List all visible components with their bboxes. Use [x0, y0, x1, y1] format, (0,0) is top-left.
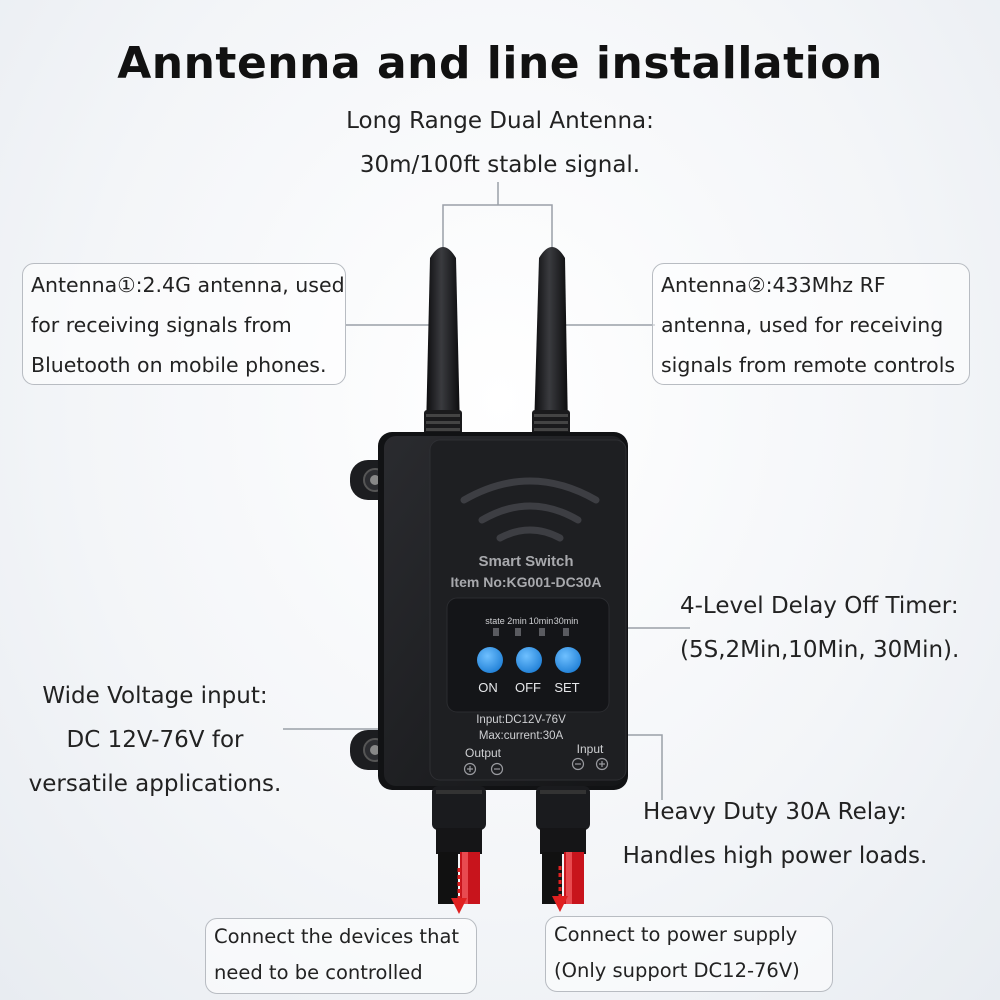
device-item-no: Item No:KG001-DC30A [451, 574, 602, 590]
antenna1-line1: Antenna①:2.4G antenna, used [31, 273, 345, 297]
input-callout: Connect to power supply (Only support DC… [545, 916, 833, 992]
device-name: Smart Switch [478, 553, 573, 570]
relay-description: Heavy Duty 30A Relay: Handles high power… [600, 790, 950, 878]
antenna-left [424, 247, 462, 438]
off-button[interactable] [516, 647, 542, 673]
output-box-line1: Connect the devices that [214, 925, 460, 948]
set-button[interactable] [555, 647, 581, 673]
page-title: Anntenna and line installation [117, 38, 883, 89]
voltage-description: Wide Voltage input: DC 12V-76V for versa… [10, 674, 300, 806]
antenna2-line3: signals from remote controls [661, 353, 956, 377]
spec-current: Max:current:30A [479, 730, 564, 742]
on-button[interactable] [477, 647, 503, 673]
input-cables [540, 828, 586, 904]
antenna-header-line1: Long Range Dual Antenna: [346, 108, 654, 134]
voltage-line3: versatile applications. [28, 771, 282, 797]
status-leds [493, 628, 569, 636]
input-arrow [552, 866, 568, 912]
timer-line2: (5S,2Min,10Min, 30Min). [680, 637, 960, 663]
led-label-2min: 2min [507, 616, 527, 626]
input-box-line2: (Only support DC12-76V) [554, 959, 800, 982]
polarity-marks [463, 757, 609, 776]
off-label: OFF [515, 680, 541, 695]
output-cable-gland [432, 786, 486, 830]
antenna2-line2: antenna, used for receiving [661, 313, 944, 337]
set-label: SET [554, 680, 579, 695]
input-box-line1: Connect to power supply [554, 923, 798, 946]
output-callout: Connect the devices that need to be cont… [205, 918, 477, 994]
led-label-10min: 10min [529, 616, 554, 626]
wireless-icon [460, 477, 600, 542]
antenna-right [532, 247, 570, 438]
output-cables [436, 828, 482, 904]
input-label: Input [577, 742, 604, 756]
antenna1-line2: for receiving signals from [31, 313, 292, 337]
timer-description: 4-Level Delay Off Timer: (5S,2Min,10Min,… [680, 584, 990, 672]
led-label-30min: 30min [554, 616, 579, 626]
on-label: ON [478, 680, 498, 695]
antenna2-callout: Antenna②:433Mhz RF antenna, used for rec… [652, 263, 970, 385]
output-box-line2: need to be controlled [214, 961, 423, 984]
timer-line1: 4-Level Delay Off Timer: [680, 593, 959, 619]
led-label-state: state [485, 616, 505, 626]
voltage-line2: DC 12V-76V for [66, 727, 244, 753]
antenna2-line1: Antenna②:433Mhz RF [661, 273, 886, 297]
relay-line1: Heavy Duty 30A Relay: [643, 799, 907, 825]
antenna1-callout: Antenna①:2.4G antenna, used for receivin… [22, 263, 346, 385]
antenna-header-line2: 30m/100ft stable signal. [359, 152, 641, 178]
relay-line2: Handles high power loads. [622, 843, 928, 869]
voltage-line1: Wide Voltage input: [42, 683, 268, 709]
output-arrow [451, 868, 467, 914]
output-label: Output [465, 746, 502, 760]
antenna1-line3: Bluetooth on mobile phones. [31, 353, 327, 377]
spec-input: Input:DC12V-76V [476, 714, 566, 726]
input-cable-gland [536, 786, 590, 830]
